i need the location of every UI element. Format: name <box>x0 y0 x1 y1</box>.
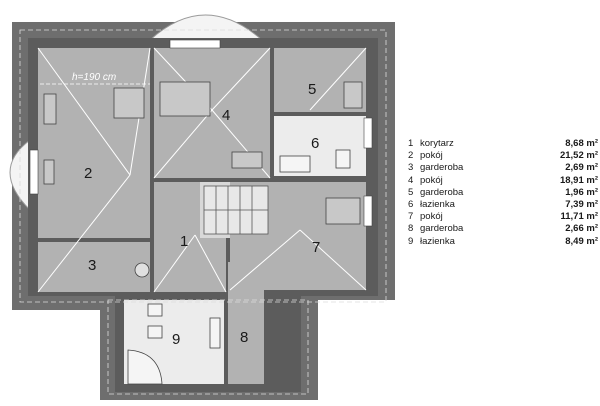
room-label-2: 2 <box>84 165 92 182</box>
legend-room-name: łazienka <box>420 235 455 247</box>
legend-room-area: 2,69 m² <box>565 162 598 174</box>
dormer-arc-top <box>148 14 264 41</box>
legend-row: 3 garderoba 2,69 m² <box>408 162 598 174</box>
legend-room-number: 2 <box>408 150 414 162</box>
legend-room-name: korytarz <box>420 138 454 149</box>
room-floor-3 <box>38 242 150 292</box>
room-label-3: 3 <box>88 257 96 274</box>
legend-room-name: łazienka <box>420 198 455 210</box>
room-label-5: 5 <box>308 81 316 98</box>
windows <box>29 39 373 227</box>
staircase <box>203 185 269 235</box>
floor-plan: h=190 cm 1 2 3 4 5 6 7 8 9 <box>9 14 395 400</box>
room-floor-8 <box>228 262 264 384</box>
legend-room-area: 18,91 m² <box>559 174 598 186</box>
legend-room-number: 5 <box>408 186 414 198</box>
room-label-9: 9 <box>172 331 180 348</box>
legend-row: 7 pokój 11,71 m² <box>408 211 598 223</box>
legend-room-area: 21,52 m² <box>559 150 598 162</box>
furniture <box>43 81 363 385</box>
legend-room-name: pokój <box>420 211 443 223</box>
legend-room-area: 7,39 m² <box>565 198 598 210</box>
legend-room-number: 4 <box>408 174 414 186</box>
legend-row: 4 pokój 18,91 m² <box>408 175 598 187</box>
room-label-4: 4 <box>222 107 230 124</box>
height-annotation: h=190 cm <box>72 72 116 83</box>
legend-room-area: 8,68 m² <box>565 138 598 149</box>
legend-room-number: 3 <box>408 162 414 174</box>
room-label-8: 8 <box>240 329 248 346</box>
legend-room-area: 2,66 m² <box>565 223 598 235</box>
legend-room-name: garderoba <box>420 186 464 198</box>
legend-room-number: 6 <box>408 198 414 210</box>
legend-row: 6 łazienka 7,39 m² <box>408 199 598 211</box>
legend-room-name: pokój <box>420 150 443 162</box>
legend-row: 8 garderoba 2,66 m² <box>408 223 598 235</box>
room-floor-2 <box>38 48 150 238</box>
legend-room-number: 9 <box>408 235 414 247</box>
dashed-eaves <box>19 29 387 395</box>
legend-room-name: garderoba <box>420 162 464 174</box>
legend-room-name: pokój <box>420 174 443 186</box>
legend-room-area: 8,49 m² <box>565 235 598 247</box>
legend-row: 1 korytarz 8,68 m² <box>408 138 598 150</box>
room-label-6: 6 <box>311 135 319 152</box>
room-legend: 1 korytarz 8,68 m² 2 pokój 21,52 m² 3 garderoba… <box>408 138 598 248</box>
legend-room-number: 7 <box>408 211 414 223</box>
legend-room-number: 1 <box>408 138 414 149</box>
legend-room-area: 1,96 m² <box>565 186 598 198</box>
legend-row: 9 łazienka 8,49 m² <box>408 236 598 248</box>
legend-room-name: garderoba <box>420 223 464 235</box>
legend-room-area: 11,71 m² <box>560 211 599 223</box>
legend-room-number: 8 <box>408 223 414 235</box>
legend-row: 5 garderoba 1,96 m² <box>408 187 598 199</box>
room-label-1: 1 <box>180 233 188 250</box>
room-label-7: 7 <box>312 239 320 256</box>
legend-row: 2 pokój 21,52 m² <box>408 150 598 162</box>
